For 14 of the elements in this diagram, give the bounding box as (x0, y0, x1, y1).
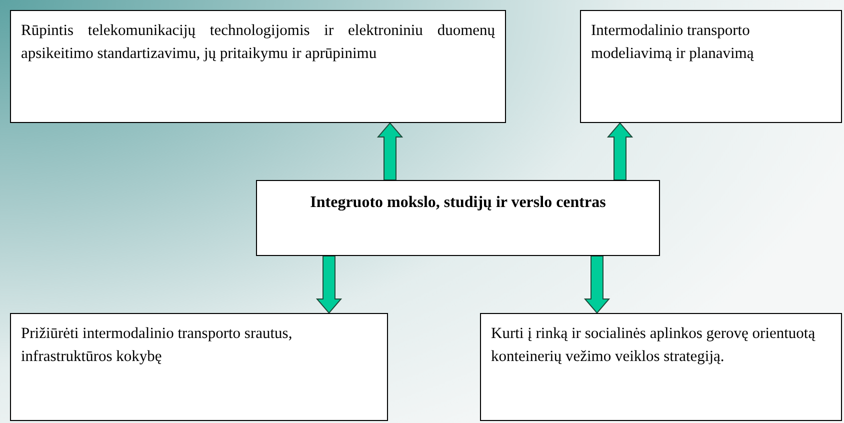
box-text: Prižiūrėti intermodalinio transporto srautus, infrastruktūros kokybę (21, 324, 294, 367)
block-arrow (584, 256, 610, 314)
box-text: Intermodalinio transporto modeliavimą ir planavimą (591, 21, 755, 64)
text-box (480, 313, 842, 421)
box-text: Kurti į rinką ir socialinės aplinkos gerovę orientuotą konteinerių vežimo veiklos strategiją. (491, 324, 816, 367)
box-text: Rūpintis telekomunikacijų technologijomis ir elektroniniu duomenų apsikeitimo standartizavimu, jų pritaikymu ir aprūpinimu (21, 21, 495, 64)
text-box (580, 10, 842, 123)
block-arrow (606, 122, 634, 180)
block-arrow (316, 256, 342, 314)
text-box (10, 10, 506, 123)
text-box (10, 313, 388, 421)
box-text: Integruoto mokslo, studijų ir verslo centras (309, 193, 607, 213)
block-arrow (376, 122, 404, 180)
text-box (256, 180, 660, 256)
